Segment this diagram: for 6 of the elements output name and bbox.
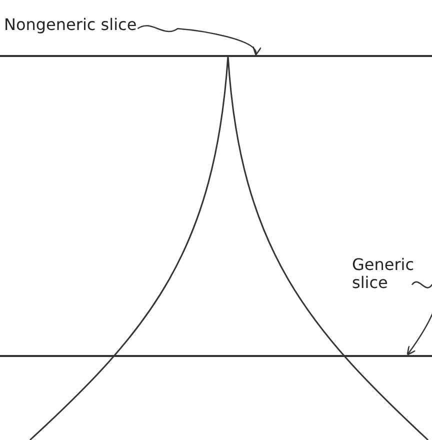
leader-line <box>137 25 260 56</box>
slice-label: Generic slice <box>352 256 432 292</box>
slice-line <box>0 55 432 57</box>
slice-line <box>0 355 432 357</box>
slice-label: Nongeneric slice <box>4 16 137 34</box>
leader-line <box>406 281 432 356</box>
